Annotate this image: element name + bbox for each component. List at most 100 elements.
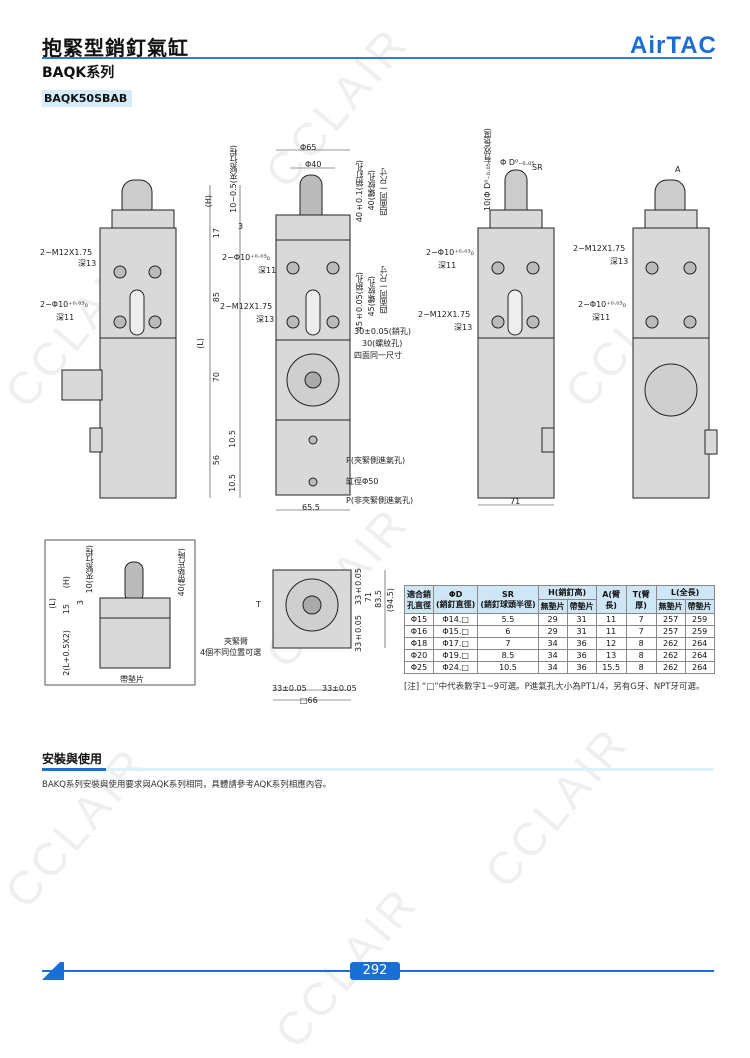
- table-cell: Φ14.□: [432, 613, 479, 626]
- sub-gasket: 帶墊片: [566, 599, 597, 614]
- table-note: [注] “□”中代表數字1~9可選。P進氣孔大小為PT1/4，另有G牙、NPT牙…: [404, 682, 705, 692]
- table-cell: 36: [566, 661, 597, 674]
- table-cell: 13: [595, 649, 627, 662]
- table-cell: 259: [684, 625, 715, 638]
- front-port-label: 2−M12X1.75: [40, 248, 93, 257]
- dim-a: A: [675, 165, 681, 174]
- table-cell: 5.5: [477, 613, 539, 626]
- col-sr: SR(銷釘球頭半徑): [477, 585, 539, 614]
- brand-logo: AirTAC: [630, 32, 717, 59]
- spec-table: 適合銷孔直徑 ΦD(銷釘直徑) SR(銷釘球頭半徑) H(銷釘高) A(臂長) …: [404, 585, 715, 674]
- arm-label: 夾緊臂: [224, 637, 248, 646]
- dim-phi65: Φ65: [300, 143, 317, 152]
- table-cell: 8: [625, 661, 657, 674]
- table-cell: 264: [684, 661, 715, 674]
- pin-length: 10(Φ D⁰₋₀.₀₅有效長度): [483, 128, 492, 212]
- dim-71-rear: 71: [510, 497, 521, 506]
- dim-stroke: 10−0.5(夾緊行程): [229, 145, 238, 213]
- table-cell: Φ15.□: [432, 625, 479, 638]
- rear-pin-depth: 深11: [438, 261, 457, 270]
- dim-t: T: [256, 600, 261, 609]
- table-cell: 34: [537, 661, 568, 674]
- dim-94-5: (94.5): [386, 588, 395, 613]
- table-cell: 29: [537, 613, 568, 626]
- dim-same2: 四面同一尺寸: [379, 266, 388, 314]
- table-cell: 262: [655, 649, 686, 662]
- dim-33b: 33±0.05: [354, 615, 363, 652]
- col-t: T(臂厚): [625, 585, 657, 614]
- table-cell: 7: [477, 637, 539, 650]
- dim-33d: 33±0.05: [322, 684, 357, 693]
- section-title: 安裝與使用: [42, 752, 103, 766]
- front-pin-label: 2−Φ10⁺⁰·⁰³₀: [40, 300, 88, 309]
- page-title: 抱緊型銷釘氣缸: [42, 36, 189, 60]
- dim-70: 70: [212, 372, 221, 383]
- right-pin-label: 2−Φ10⁺⁰·⁰³₀: [578, 300, 626, 309]
- col-h: H(銷釘高): [537, 585, 597, 600]
- detail-l: (L): [48, 598, 57, 609]
- rear-port-depth: 深13: [454, 323, 473, 332]
- right-pin-depth: 深11: [592, 313, 611, 322]
- port-p2-label: P(非夾緊側進氣孔): [346, 496, 414, 505]
- table-cell: 10.5: [477, 661, 539, 674]
- dim-40-pin: 40±0.1(銷釘孔): [355, 160, 364, 223]
- dim-45-pin: 45±0.05(銷孔): [355, 272, 364, 332]
- sr-label: SR: [532, 163, 543, 172]
- table-cell: 11: [595, 613, 627, 626]
- table-cell: 36: [566, 649, 597, 662]
- section-divider-accent: [42, 768, 106, 771]
- col-d: ΦD(銷釘直徑): [432, 585, 479, 614]
- section-text: BAKQ系列安裝與使用要求與AQK系列相同，具體請參考AQK系列相應內容。: [42, 780, 332, 790]
- technical-drawings: [44, 149, 718, 701]
- sub-no-gasket: 無墊片: [655, 599, 686, 614]
- dim-30-thread: 30(螺紋孔): [362, 339, 403, 348]
- table-cell: 29: [537, 625, 568, 638]
- dim-30-pin: 30±0.05(銷孔): [354, 327, 411, 336]
- detail-15: 15: [62, 604, 71, 615]
- dim-40-thread: 40(螺紋孔): [367, 170, 376, 211]
- detail-gasket-label: 帶墊片: [120, 675, 144, 684]
- col-l: L(全長): [655, 585, 715, 600]
- right-port-label: 2−M12X1.75: [573, 244, 626, 253]
- right-port-depth: 深13: [610, 257, 629, 266]
- dim-65-5: 65.5: [302, 503, 320, 512]
- table-cell: 8: [625, 637, 657, 650]
- dim-71: 71: [364, 592, 373, 603]
- bore-label: 缸徑Φ50: [346, 477, 379, 486]
- table-cell: 31: [566, 625, 597, 638]
- dim-10-5b: 10.5: [228, 474, 237, 492]
- table-cell: 262: [655, 637, 686, 650]
- dim-85: 85: [212, 292, 221, 303]
- section-divider: [42, 768, 714, 771]
- table-cell: Φ24.□: [432, 661, 479, 674]
- table-cell: 7: [625, 625, 657, 638]
- col-hole: 適合銷孔直徑: [404, 585, 434, 614]
- rear-pin-label: 2−Φ10⁺⁰·⁰³₀: [426, 248, 474, 257]
- table-cell: Φ20: [404, 649, 434, 662]
- table-cell: 34: [537, 649, 568, 662]
- table-cell: Φ15: [404, 613, 434, 626]
- dim-sq66: □66: [300, 696, 318, 705]
- detail-l-gasket: 2(L+0.5X2): [62, 630, 71, 676]
- dim-33c: 33±0.05: [272, 684, 307, 693]
- table-cell: Φ16: [404, 625, 434, 638]
- table-cell: 264: [684, 649, 715, 662]
- page-number: 292: [350, 962, 400, 980]
- table-cell: Φ18: [404, 637, 434, 650]
- col-a: A(臂長): [595, 585, 627, 614]
- pin-diameter: Φ D⁰₋₀.₀₅: [500, 158, 535, 167]
- port-p1-label: P(夾緊側進氣孔): [346, 456, 406, 465]
- series-title: BAQK系列: [42, 65, 115, 81]
- dim-l: (L): [196, 338, 205, 349]
- table-cell: 15.5: [595, 661, 627, 674]
- rear-port-label: 2−M12X1.75: [418, 310, 471, 319]
- sub-gasket: 帶墊片: [684, 599, 715, 614]
- table-cell: Φ19.□: [432, 649, 479, 662]
- table-cell: 7: [625, 613, 657, 626]
- sub-no-gasket: 無墊片: [537, 599, 568, 614]
- table-cell: 11: [595, 625, 627, 638]
